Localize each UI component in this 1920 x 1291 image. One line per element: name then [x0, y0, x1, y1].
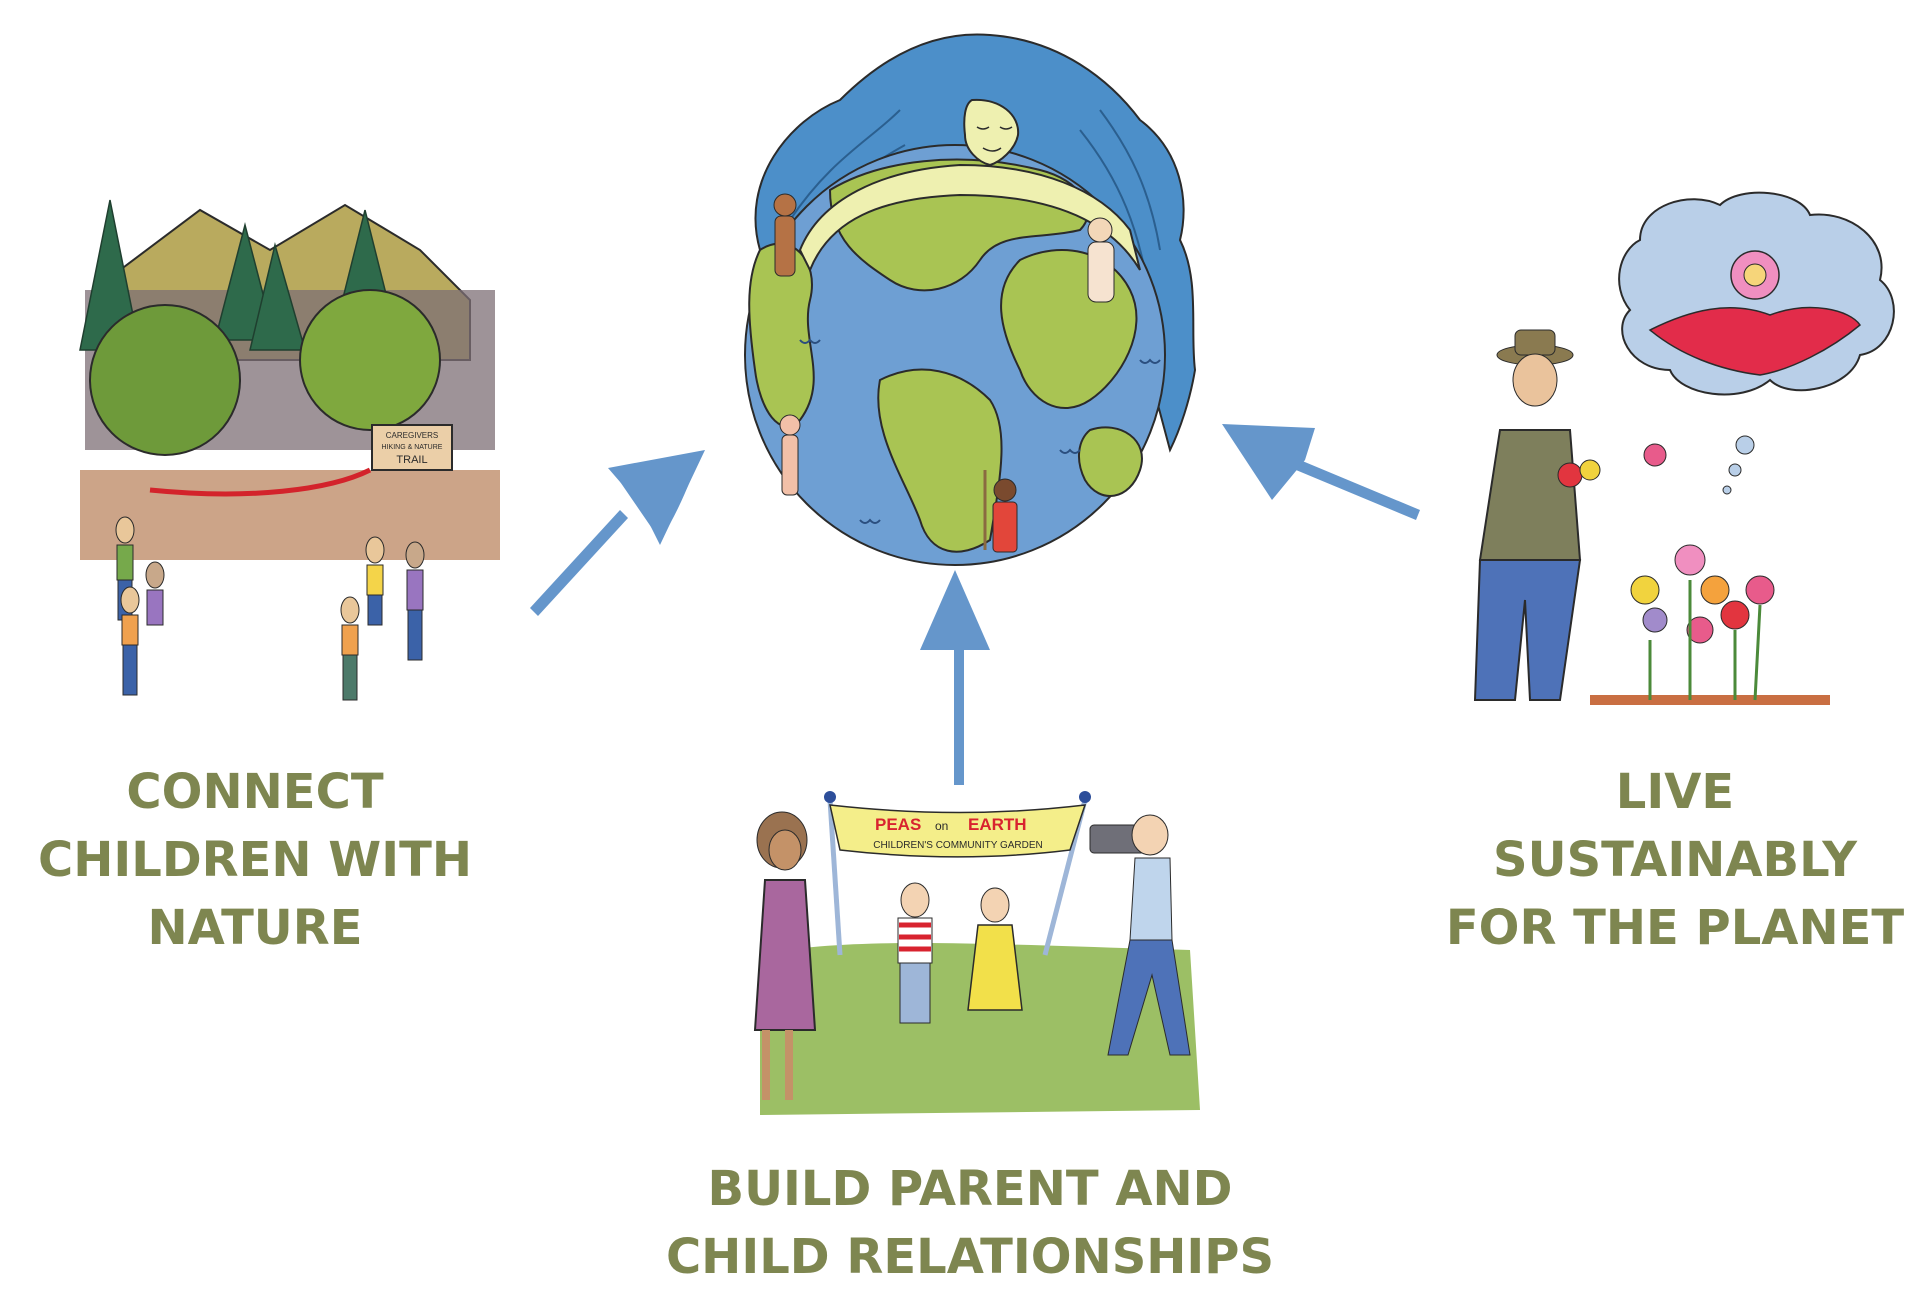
person-figure: [773, 193, 797, 277]
label-line: NATURE: [147, 900, 363, 956]
arrow-live-to-earth: [1222, 424, 1420, 520]
banner: [829, 804, 1087, 858]
banner-title-word: on: [935, 819, 948, 833]
goal-label-connect: CONNECT CHILDREN WITH NATURE: [20, 758, 490, 962]
label-line: SUSTAINABLY: [1493, 832, 1857, 888]
goal-label-build: BUILD PARENT AND CHILD RELATIONSHIPS: [640, 1155, 1300, 1291]
mother-earth-face: [963, 98, 1020, 167]
trail-sign: [371, 424, 453, 471]
label-line: FOR THE PLANET: [1445, 900, 1905, 956]
sign-line: TRAIL: [396, 454, 427, 466]
child-figure: [897, 882, 933, 1024]
flower-bed: [1590, 544, 1830, 705]
reporter-figure: [753, 811, 817, 1100]
child-figure: [967, 887, 1023, 1011]
sustainable-living-illustration: [1473, 191, 1895, 705]
sign-line: HIKING & NATURE: [382, 444, 443, 451]
banner-title-word: EARTH: [968, 815, 1027, 834]
person-figure: [1087, 217, 1115, 303]
person-figure: [983, 470, 1018, 553]
garden-illustration: PEAS on EARTH CHILDREN'S COMMUNITY GARDE…: [753, 791, 1200, 1115]
earth-illustration: [744, 33, 1197, 566]
children-figures: [115, 516, 425, 701]
banner-subtitle: CHILDREN'S COMMUNITY GARDEN: [873, 840, 1043, 851]
arrow-build-to-earth: [920, 570, 990, 785]
label-line: CHILD RELATIONSHIPS: [665, 1229, 1275, 1285]
label-line: BUILD PARENT AND: [707, 1161, 1233, 1217]
continent: [1078, 426, 1143, 497]
nature-trail-illustration: CAREGIVERS HIKING & NATURE TRAIL: [79, 199, 500, 701]
mother-earth-arms: [798, 163, 1141, 273]
sign-line: CAREGIVERS: [386, 431, 438, 440]
arrow-connect-to-earth: [530, 450, 705, 616]
label-line: CONNECT: [126, 764, 384, 820]
cameraman-figure: [1089, 814, 1191, 1056]
label-line: LIVE: [1615, 764, 1735, 820]
goal-label-live: LIVE SUSTAINABLY FOR THE PLANET: [1430, 758, 1920, 962]
continent: [877, 368, 1003, 553]
person-figure: [779, 414, 801, 496]
banner-title-word: PEAS: [875, 815, 921, 834]
label-line: CHILDREN WITH: [37, 832, 473, 888]
